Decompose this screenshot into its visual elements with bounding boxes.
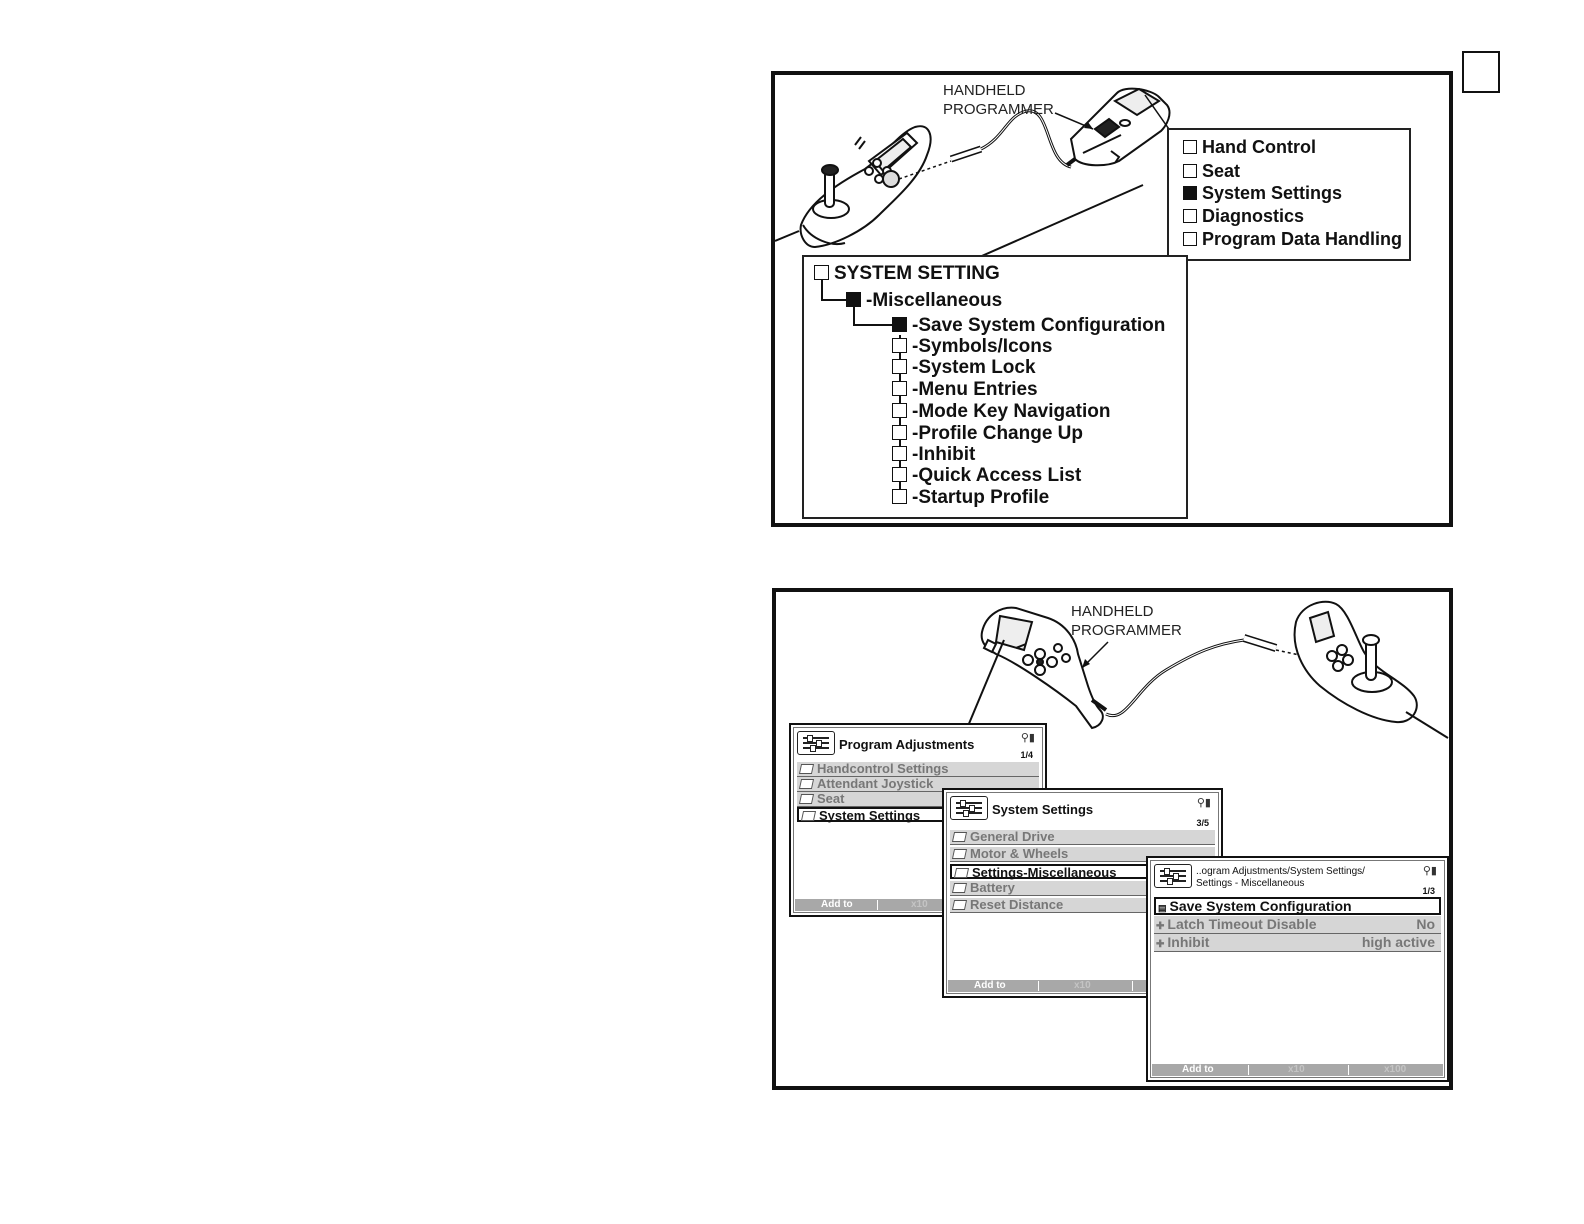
screen-footer: Add to x10 x100 (1152, 1064, 1443, 1076)
menu-item-hand-control[interactable]: Hand Control (1183, 136, 1316, 158)
figure-2-panel: HANDHELD PROGRAMMER Program Adjustments … (772, 588, 1453, 1090)
add-to-button[interactable]: Add to (974, 980, 1006, 991)
checkbox-icon (892, 446, 907, 461)
checkbox-checked-icon (846, 292, 861, 307)
checkbox-checked-icon (892, 317, 907, 332)
handheld-programmer-icon (980, 606, 1108, 730)
add-to-button[interactable]: Add to (821, 899, 853, 910)
checkbox-icon (1183, 140, 1197, 154)
menu-item-system-settings[interactable]: System Settings (1183, 182, 1342, 204)
handheld-programmer-icon (1065, 87, 1171, 167)
checkbox-icon (892, 359, 907, 374)
screen-title: Program Adjustments (839, 737, 975, 752)
search-battery-icons: ⚲▮ (1422, 865, 1437, 877)
checkbox-icon (814, 265, 829, 280)
tree-item[interactable]: -Inhibit (892, 444, 975, 466)
tree-item[interactable]: -Symbols/Icons (892, 336, 1052, 358)
folder-icon (800, 811, 817, 821)
system-setting-tree-box: SYSTEM SETTING -Miscellaneous -Save Syst… (802, 255, 1188, 519)
setting-value: high active (1361, 934, 1435, 950)
list-item[interactable]: Attendant Joystick (797, 777, 1039, 792)
callout-line-2: PROGRAMMER (1071, 622, 1182, 639)
menu-item-diagnostics[interactable]: Diagnostics (1183, 205, 1304, 227)
folder-icon (951, 900, 968, 910)
search-battery-icons: ⚲▮ (1196, 797, 1211, 809)
setting-value: No (1416, 916, 1435, 932)
tree-item[interactable]: -Startup Profile (892, 487, 1049, 509)
callout-line-1: HANDHELD (1071, 603, 1154, 620)
setting-row-selected[interactable]: ▤Save System Configuration (1154, 897, 1441, 915)
screen-title: System Settings (992, 802, 1094, 817)
tree-item[interactable]: -Menu Entries (892, 379, 1038, 401)
tree-group-miscellaneous[interactable]: -Miscellaneous (846, 290, 1002, 312)
screen-program-adjustments: Program Adjustments ⚲▮ 1/4 Handcontrol S… (789, 723, 1047, 917)
joystick-controller-icon (1293, 600, 1449, 739)
checkbox-icon (892, 489, 907, 504)
add-to-button[interactable]: Add to (1182, 1064, 1214, 1075)
cable-icon (898, 109, 1072, 180)
x10-button[interactable]: x10 (1074, 980, 1091, 991)
folder-icon (951, 849, 968, 859)
handheld-programmer-callout: HANDHELD PROGRAMMER (943, 81, 1054, 119)
cable-icon (1105, 634, 1305, 718)
folder-icon (798, 779, 815, 789)
folder-icon (798, 794, 815, 804)
tree-item[interactable]: -Profile Change Up (892, 423, 1083, 445)
menu-item-program-data-handling[interactable]: Program Data Handling (1183, 228, 1402, 250)
folder-icon (951, 832, 968, 842)
x10-button[interactable]: x10 (1288, 1064, 1305, 1075)
folder-icon (798, 764, 815, 774)
tree-item[interactable]: -Quick Access List (892, 465, 1081, 487)
list-item[interactable]: Handcontrol Settings (797, 762, 1039, 777)
screen-breadcrumb: ..ogram Adjustments/System Settings/ Set… (1196, 866, 1365, 889)
page-indicator: 1/4 (1020, 750, 1033, 760)
list-item[interactable]: General Drive (950, 830, 1215, 845)
search-battery-icons: ⚲▮ (1020, 732, 1035, 744)
screen-settings-miscellaneous: ..ogram Adjustments/System Settings/ Set… (1146, 856, 1449, 1082)
save-config-icon: ▤ (1158, 903, 1167, 913)
x100-button[interactable]: x100 (1384, 1064, 1407, 1075)
callout-line-2: PROGRAMMER (943, 101, 1054, 118)
joystick-controller-icon (775, 125, 932, 249)
checkbox-icon (892, 425, 907, 440)
screen-header: ..ogram Adjustments/System Settings/ Set… (1152, 862, 1443, 896)
figure-2-devices-illustration (967, 600, 1449, 739)
checkbox-checked-icon (1183, 186, 1197, 200)
adjustments-sliders-icon (1154, 864, 1192, 888)
adjustments-sliders-icon (950, 796, 988, 820)
checkbox-icon (1183, 164, 1197, 178)
adjust-value-icon: ✚ (1156, 939, 1165, 950)
x10-button[interactable]: x10 (911, 899, 928, 910)
checkbox-icon (892, 467, 907, 482)
checkbox-icon (892, 403, 907, 418)
folder-icon (953, 868, 970, 878)
tree-item[interactable]: -Mode Key Navigation (892, 401, 1110, 423)
figure-1-panel: HANDHELD PROGRAMMER Hand Control Seat Sy… (771, 71, 1453, 527)
menu-item-seat[interactable]: Seat (1183, 160, 1240, 182)
adjustments-sliders-icon (797, 731, 835, 755)
page-indicator: 1/3 (1422, 886, 1435, 896)
tree-item[interactable]: -System Lock (892, 357, 1036, 379)
handheld-programmer-callout: HANDHELD PROGRAMMER (1071, 602, 1182, 640)
screen-header: Program Adjustments ⚲▮ 1/4 (795, 729, 1041, 760)
checkbox-icon (1183, 232, 1197, 246)
folder-icon (951, 883, 968, 893)
screen-header: System Settings ⚲▮ 3/5 (948, 794, 1217, 828)
checkbox-icon (892, 338, 907, 353)
tree-item[interactable]: -Save System Configuration (892, 315, 1165, 337)
page-indicator: 3/5 (1196, 818, 1209, 828)
main-menu-box: Hand Control Seat System Settings Diagno… (1167, 128, 1411, 261)
page-corner-box (1462, 51, 1500, 93)
adjust-value-icon: ✚ (1156, 921, 1165, 932)
callout-line-1: HANDHELD (943, 82, 1026, 99)
figure-1-devices-illustration (775, 87, 1172, 260)
checkbox-icon (1183, 209, 1197, 223)
checkbox-icon (892, 381, 907, 396)
tree-root[interactable]: SYSTEM SETTING (814, 263, 1000, 285)
